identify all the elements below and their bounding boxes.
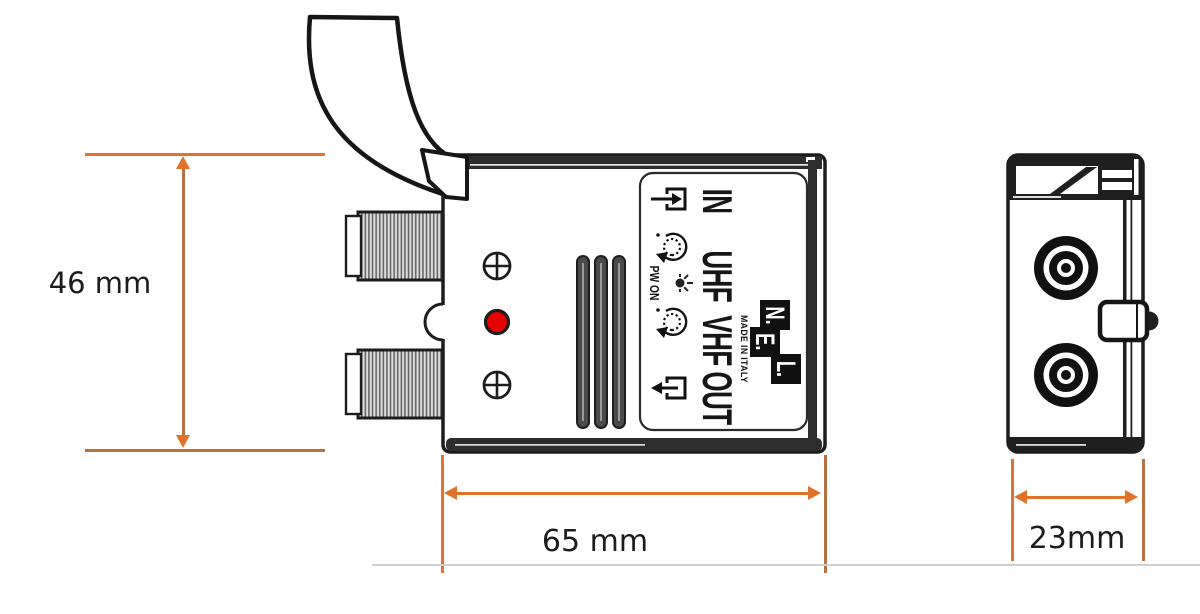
power-led: [483, 308, 511, 336]
vent-slots: [576, 255, 626, 429]
port-label-vhf: VHF: [694, 315, 741, 366]
port-label-uhf: UHF: [694, 250, 741, 303]
arrowhead-right-icon: [1125, 490, 1138, 504]
port-label-in: IN: [694, 188, 741, 214]
brand-letter: L.: [771, 360, 802, 378]
cable-boot: [420, 148, 469, 201]
extension-line: [85, 449, 325, 452]
power-led-icon: [675, 274, 693, 292]
vhf-gain-trimmer-icon: [656, 307, 688, 338]
brand-square-l: L.: [771, 354, 802, 384]
screw-top: [482, 251, 512, 281]
right-lid-seam: [808, 160, 817, 448]
signal-input-icon: [651, 187, 687, 211]
brand-square-n: N.: [760, 300, 791, 330]
f-connector-bottom: [344, 348, 445, 420]
extension-line: [1011, 459, 1014, 561]
side-mounting-tab: [1097, 299, 1159, 343]
height-dimension-label: 46 mm: [48, 266, 152, 300]
signal-output-icon: [651, 376, 687, 400]
bump-mask: [440, 305, 447, 339]
side-view: [1006, 153, 1159, 454]
power-on-label: PW ON: [647, 265, 661, 301]
front-view: [306, 14, 827, 454]
arrowhead-up-icon: [176, 156, 190, 169]
side-bottom-seam: [1016, 444, 1086, 446]
cable-clip-bump: [423, 302, 444, 342]
side-band-gap: [1134, 159, 1139, 195]
brand-letter: E.: [750, 333, 781, 351]
arrow-shaft: [1025, 496, 1129, 499]
extension-line: [85, 153, 325, 156]
arrow-shaft: [452, 492, 814, 495]
side-cable-diagonal: [1050, 167, 1097, 194]
width-dimension-label: 65 mm: [541, 524, 649, 559]
brand-square-e: E.: [750, 327, 781, 357]
f-connector-top: [344, 210, 445, 282]
brand-letter: N.: [760, 305, 791, 325]
side-band-seam: [1013, 196, 1061, 198]
extension-line: [1142, 459, 1145, 561]
top-lid-notch: [806, 157, 815, 162]
side-boot-ridge: [1102, 182, 1132, 190]
extension-line: [441, 455, 444, 573]
depth-dimension-label: 23mm: [1028, 521, 1126, 556]
arrow-shaft: [182, 160, 185, 440]
top-lid-bar: [446, 156, 822, 169]
label-panel-content: N. E. L. MADE IN ITALY IN UHF VHF OUT: [640, 173, 807, 430]
extension-line: [824, 455, 827, 573]
ground-reference-line: [372, 564, 1200, 566]
bottom-lid-seam: [455, 444, 645, 446]
arrowhead-right-icon: [808, 486, 821, 500]
label-panel-rotated-layer: N. E. L. MADE IN ITALY IN UHF VHF OUT: [640, 173, 807, 430]
screw-bottom: [482, 370, 512, 400]
uhf-gain-trimmer-icon: [656, 232, 688, 263]
side-connector-bottom: [1034, 343, 1098, 407]
side-connector-top: [1034, 236, 1098, 300]
arrowhead-down-icon: [176, 435, 190, 448]
side-boot-ridge: [1102, 170, 1132, 178]
port-label-out: OUT: [694, 371, 741, 425]
arrowhead-left-icon: [1014, 490, 1027, 504]
arrowhead-left-icon: [444, 486, 457, 500]
top-lid-seam: [470, 164, 810, 166]
